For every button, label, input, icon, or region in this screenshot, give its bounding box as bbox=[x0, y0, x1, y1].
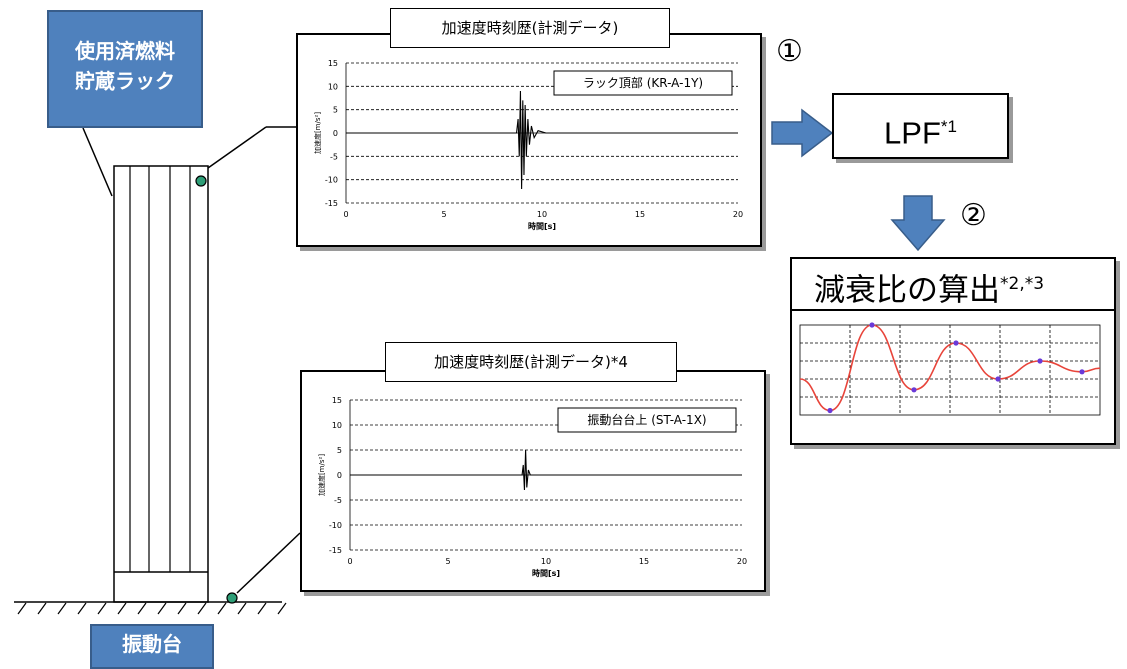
y-tick-label: 15 bbox=[328, 59, 338, 68]
damping-title: 減衰比の算出 bbox=[814, 272, 1000, 309]
y-tick-label: 15 bbox=[332, 396, 342, 405]
lpf-label: LPF bbox=[884, 115, 941, 151]
y-tick-label: 10 bbox=[328, 82, 338, 91]
x-tick-label: 10 bbox=[541, 557, 551, 566]
x-axis-label: 時間[s] bbox=[532, 568, 560, 578]
y-tick-label: -10 bbox=[329, 521, 342, 530]
top-chart-frame: 15 10 5 0 -5 -10 -15 0 5 10 15 20 時間[s] 加速度[m/s²] ラック頂… bbox=[296, 33, 762, 247]
bottom-chart-title: 加速度時刻歴(計測データ)*4 bbox=[385, 342, 677, 382]
down-arrow-icon bbox=[890, 195, 946, 252]
y-tick-label: 5 bbox=[333, 106, 338, 115]
x-axis-label: 時間[s] bbox=[528, 221, 556, 231]
x-tick-label: 20 bbox=[737, 557, 747, 566]
y-tick-label: 0 bbox=[337, 471, 342, 480]
rack-leader-line bbox=[82, 127, 113, 197]
y-tick-label: -5 bbox=[330, 152, 338, 161]
peak-marker bbox=[995, 376, 1001, 382]
y-axis-label: 加速度[m/s²] bbox=[313, 112, 322, 154]
peak-marker bbox=[869, 322, 875, 328]
bottom-acceleration-chart: 15 10 5 0 -5 -10 -15 0 5 10 15 20 時間[s] 加速度[m/s²] 振動台台… bbox=[317, 396, 747, 578]
lpf-box: LPF*1 bbox=[832, 93, 1009, 159]
x-tick-label: 5 bbox=[441, 210, 446, 219]
x-tick-label: 0 bbox=[343, 210, 348, 219]
sensor-top-marker bbox=[195, 175, 207, 187]
series-line bbox=[346, 90, 738, 190]
x-tick-label: 15 bbox=[639, 557, 649, 566]
rack-body bbox=[113, 165, 209, 603]
y-tick-label: -15 bbox=[329, 546, 342, 555]
y-tick-label: 10 bbox=[332, 421, 342, 430]
top-chart-title: 加速度時刻歴(計測データ) bbox=[390, 8, 670, 48]
leader-top-1 bbox=[207, 126, 267, 169]
damped-wave-line bbox=[799, 324, 1101, 412]
step-2-marker: ② bbox=[960, 198, 987, 233]
legend-box bbox=[553, 70, 733, 96]
x-tick-label: 20 bbox=[733, 210, 743, 219]
ground-hatch bbox=[17, 602, 287, 615]
y-tick-label: -5 bbox=[334, 496, 342, 505]
peak-marker bbox=[953, 340, 959, 346]
peak-marker bbox=[1037, 358, 1043, 364]
x-tick-label: 5 bbox=[445, 557, 450, 566]
y-tick-label: 5 bbox=[337, 446, 342, 455]
series-line bbox=[350, 449, 742, 491]
x-tick-label: 0 bbox=[347, 557, 352, 566]
peak-marker bbox=[911, 387, 917, 393]
sensor-table-marker bbox=[226, 592, 238, 604]
top-acceleration-chart: 15 10 5 0 -5 -10 -15 0 5 10 15 20 時間[s] 加速度[m/s²] ラック頂… bbox=[313, 59, 743, 231]
step-1-marker: ① bbox=[776, 34, 803, 69]
legend-label: ラック頂部 (KR-A-1Y) bbox=[583, 75, 703, 90]
legend-label: 振動台台上 (ST-A-1X) bbox=[587, 412, 706, 427]
x-tick-label: 10 bbox=[537, 210, 547, 219]
legend-box bbox=[557, 407, 737, 433]
x-tick-label: 15 bbox=[635, 210, 645, 219]
rack-label: 使用済燃料 貯蔵ラック bbox=[47, 10, 203, 128]
right-arrow-icon bbox=[771, 108, 834, 158]
peak-marker bbox=[1079, 369, 1085, 375]
y-tick-label: 0 bbox=[333, 129, 338, 138]
damping-footnote: *2,*3 bbox=[1000, 274, 1045, 294]
damping-panel: 減衰比の算出*2,*3 bbox=[790, 257, 1116, 445]
lpf-footnote: *1 bbox=[940, 117, 957, 136]
shake-table-label: 振動台 bbox=[90, 624, 214, 669]
bottom-chart-frame: 15 10 5 0 -5 -10 -15 0 5 10 15 20 時間[s] 加速度[m/s²] 振動台台… bbox=[300, 370, 766, 592]
damping-header: 減衰比の算出*2,*3 bbox=[792, 259, 1114, 311]
damping-chart bbox=[799, 322, 1101, 416]
y-axis-label: 加速度[m/s²] bbox=[317, 454, 326, 496]
leader-bottom bbox=[236, 532, 301, 594]
y-tick-label: -15 bbox=[325, 199, 338, 208]
peak-marker bbox=[827, 407, 833, 414]
y-tick-label: -10 bbox=[325, 176, 338, 185]
